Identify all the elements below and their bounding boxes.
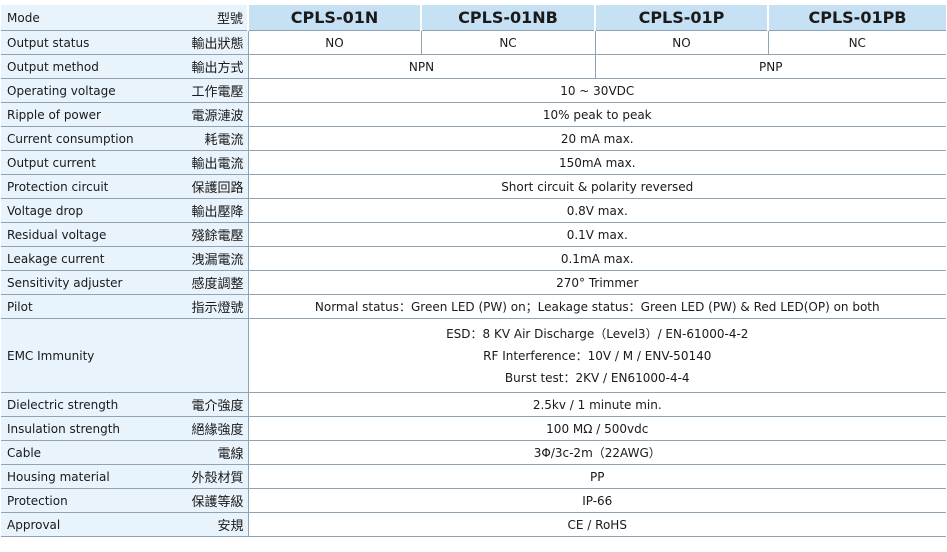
row-label: Output status: [1, 30, 163, 55]
row-value: 2.5kv / 1 minute min.: [247, 392, 946, 417]
emc-row: EMC Immunity ESD：8 KV Air Discharge（Leve…: [1, 318, 946, 393]
row-value: 270° Trimmer: [247, 270, 946, 295]
row-label-zh: 安規: [163, 512, 248, 537]
row-label: Voltage drop: [1, 198, 163, 223]
row-value: 0.1mA max.: [247, 246, 946, 271]
output-status-value: NO: [247, 30, 421, 55]
emc-label: EMC Immunity: [1, 318, 163, 393]
mode-label: Mode: [1, 5, 163, 31]
row-label-zh: 輸出電流: [163, 150, 248, 175]
row-label: Insulation strength: [1, 416, 163, 441]
emc-value: ESD：8 KV Air Discharge（Level3）/ EN-61000…: [247, 318, 946, 393]
row-value: 10 ~ 30VDC: [247, 78, 946, 103]
emc-rf: RF Interference：10V / M / ENV-50140: [483, 348, 712, 363]
model-cpls-01n: CPLS-01N: [247, 5, 421, 31]
row-value: 150mA max.: [247, 150, 946, 175]
row-value: 3Φ/3c-2m（22AWG）: [247, 440, 946, 465]
row-label: Output method: [1, 54, 163, 79]
row-label-zh: 電介強度: [163, 392, 248, 417]
row-value: 20 mA max.: [247, 126, 946, 151]
row-label-zh: 輸出壓降: [163, 198, 248, 223]
output-method-value: NPN: [247, 54, 595, 79]
row-value: IP-66: [247, 488, 946, 513]
output-status-value: NC: [767, 30, 946, 55]
table-row: Output method 輸出方式 NPN PNP: [1, 54, 946, 79]
row-label: Protection: [1, 488, 163, 513]
row-label: Protection circuit: [1, 174, 163, 199]
row-value: CE / RoHS: [247, 512, 946, 537]
row-value: 100 MΩ / 500vdc: [247, 416, 946, 441]
mode-label-zh: 型號: [163, 5, 248, 31]
row-value: 0.8V max.: [247, 198, 946, 223]
emc-burst: Burst test：2KV / EN61000-4-4: [504, 370, 690, 385]
row-label-zh: 輸出方式: [163, 54, 248, 79]
model-cpls-01nb: CPLS-01NB: [420, 5, 595, 31]
row-label: Ripple of power: [1, 102, 163, 127]
row-value: Normal status：Green LED (PW) on；Leakage …: [247, 294, 946, 319]
row-label-zh: 工作電壓: [163, 78, 248, 103]
output-method-value: PNP: [594, 54, 946, 79]
row-label-zh: 保護等級: [163, 488, 248, 513]
row-label: Housing material: [1, 464, 163, 489]
output-status-value: NC: [420, 30, 595, 55]
row-label: Approval: [1, 512, 163, 537]
row-label: Sensitivity adjuster: [1, 270, 163, 295]
emc-label-zh: [163, 318, 248, 393]
row-label-zh: 電線: [163, 440, 248, 465]
row-label-zh: 洩漏電流: [163, 246, 248, 271]
table-row: Output status 輸出狀態 NO NC NO NC: [1, 30, 946, 55]
row-value: Short circuit & polarity reversed: [247, 174, 946, 199]
row-label-zh: 保護回路: [163, 174, 248, 199]
row-label: Dielectric strength: [1, 392, 163, 417]
row-label-zh: 指示燈號: [163, 294, 248, 319]
row-label-zh: 輸出狀態: [163, 30, 248, 55]
row-label: Current consumption: [1, 126, 163, 151]
row-label-zh: 外殼材質: [163, 464, 248, 489]
emc-esd: ESD：8 KV Air Discharge（Level3）/ EN-61000…: [446, 326, 749, 341]
row-value: 0.1V max.: [247, 222, 946, 247]
model-cpls-01p: CPLS-01P: [594, 5, 768, 31]
row-label: Pilot: [1, 294, 163, 319]
row-label: Leakage current: [1, 246, 163, 271]
row-label: Operating voltage: [1, 78, 163, 103]
model-cpls-01pb: CPLS-01PB: [767, 5, 946, 31]
row-label: Residual voltage: [1, 222, 163, 247]
row-value: 10% peak to peak: [247, 102, 946, 127]
spec-table: Mode 型號 CPLS-01N CPLS-01NB CPLS-01P CPLS…: [1, 5, 946, 537]
row-label: Cable: [1, 440, 163, 465]
row-label-zh: 殘餘電壓: [163, 222, 248, 247]
row-label: Output current: [1, 150, 163, 175]
row-label-zh: 耗電流: [163, 126, 248, 151]
row-label-zh: 電源漣波: [163, 102, 248, 127]
header-row: Mode 型號 CPLS-01N CPLS-01NB CPLS-01P CPLS…: [1, 5, 946, 31]
output-status-value: NO: [594, 30, 768, 55]
row-value: PP: [247, 464, 946, 489]
row-label-zh: 感度調整: [163, 270, 248, 295]
row-label-zh: 絕緣強度: [163, 416, 248, 441]
